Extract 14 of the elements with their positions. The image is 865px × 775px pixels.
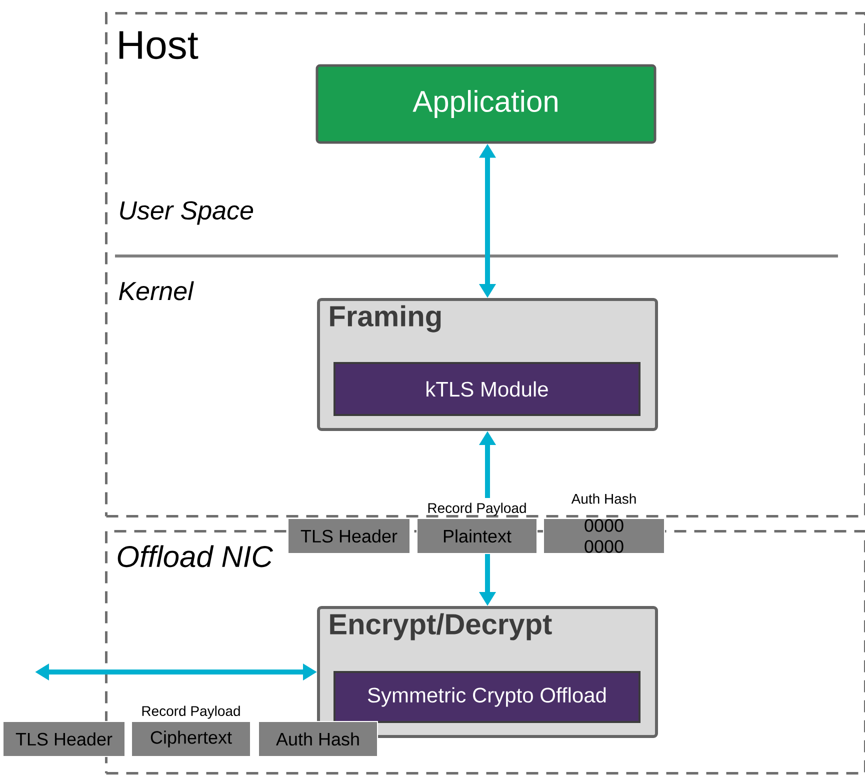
field-caption: Record Payload xyxy=(142,706,240,719)
field-caption: Auth Hash xyxy=(571,494,636,504)
packet-cell: TLS Header xyxy=(2,721,126,757)
module-box: kTLS Module xyxy=(334,362,640,416)
packet-cell: Plaintext xyxy=(416,518,538,554)
packet-cell: Ciphertext xyxy=(131,721,251,757)
packet-cell: Auth Hash xyxy=(258,721,378,757)
field-caption: Record Payload xyxy=(428,502,526,516)
space-label: User Space xyxy=(120,201,254,225)
module-box: Symmetric Crypto Offload xyxy=(334,671,640,723)
packet-cell: TLS Header xyxy=(288,518,410,554)
application-box: Application xyxy=(316,64,656,144)
space-label: Kernel xyxy=(119,281,194,300)
packet-cell: 0000 0000 xyxy=(543,518,665,554)
